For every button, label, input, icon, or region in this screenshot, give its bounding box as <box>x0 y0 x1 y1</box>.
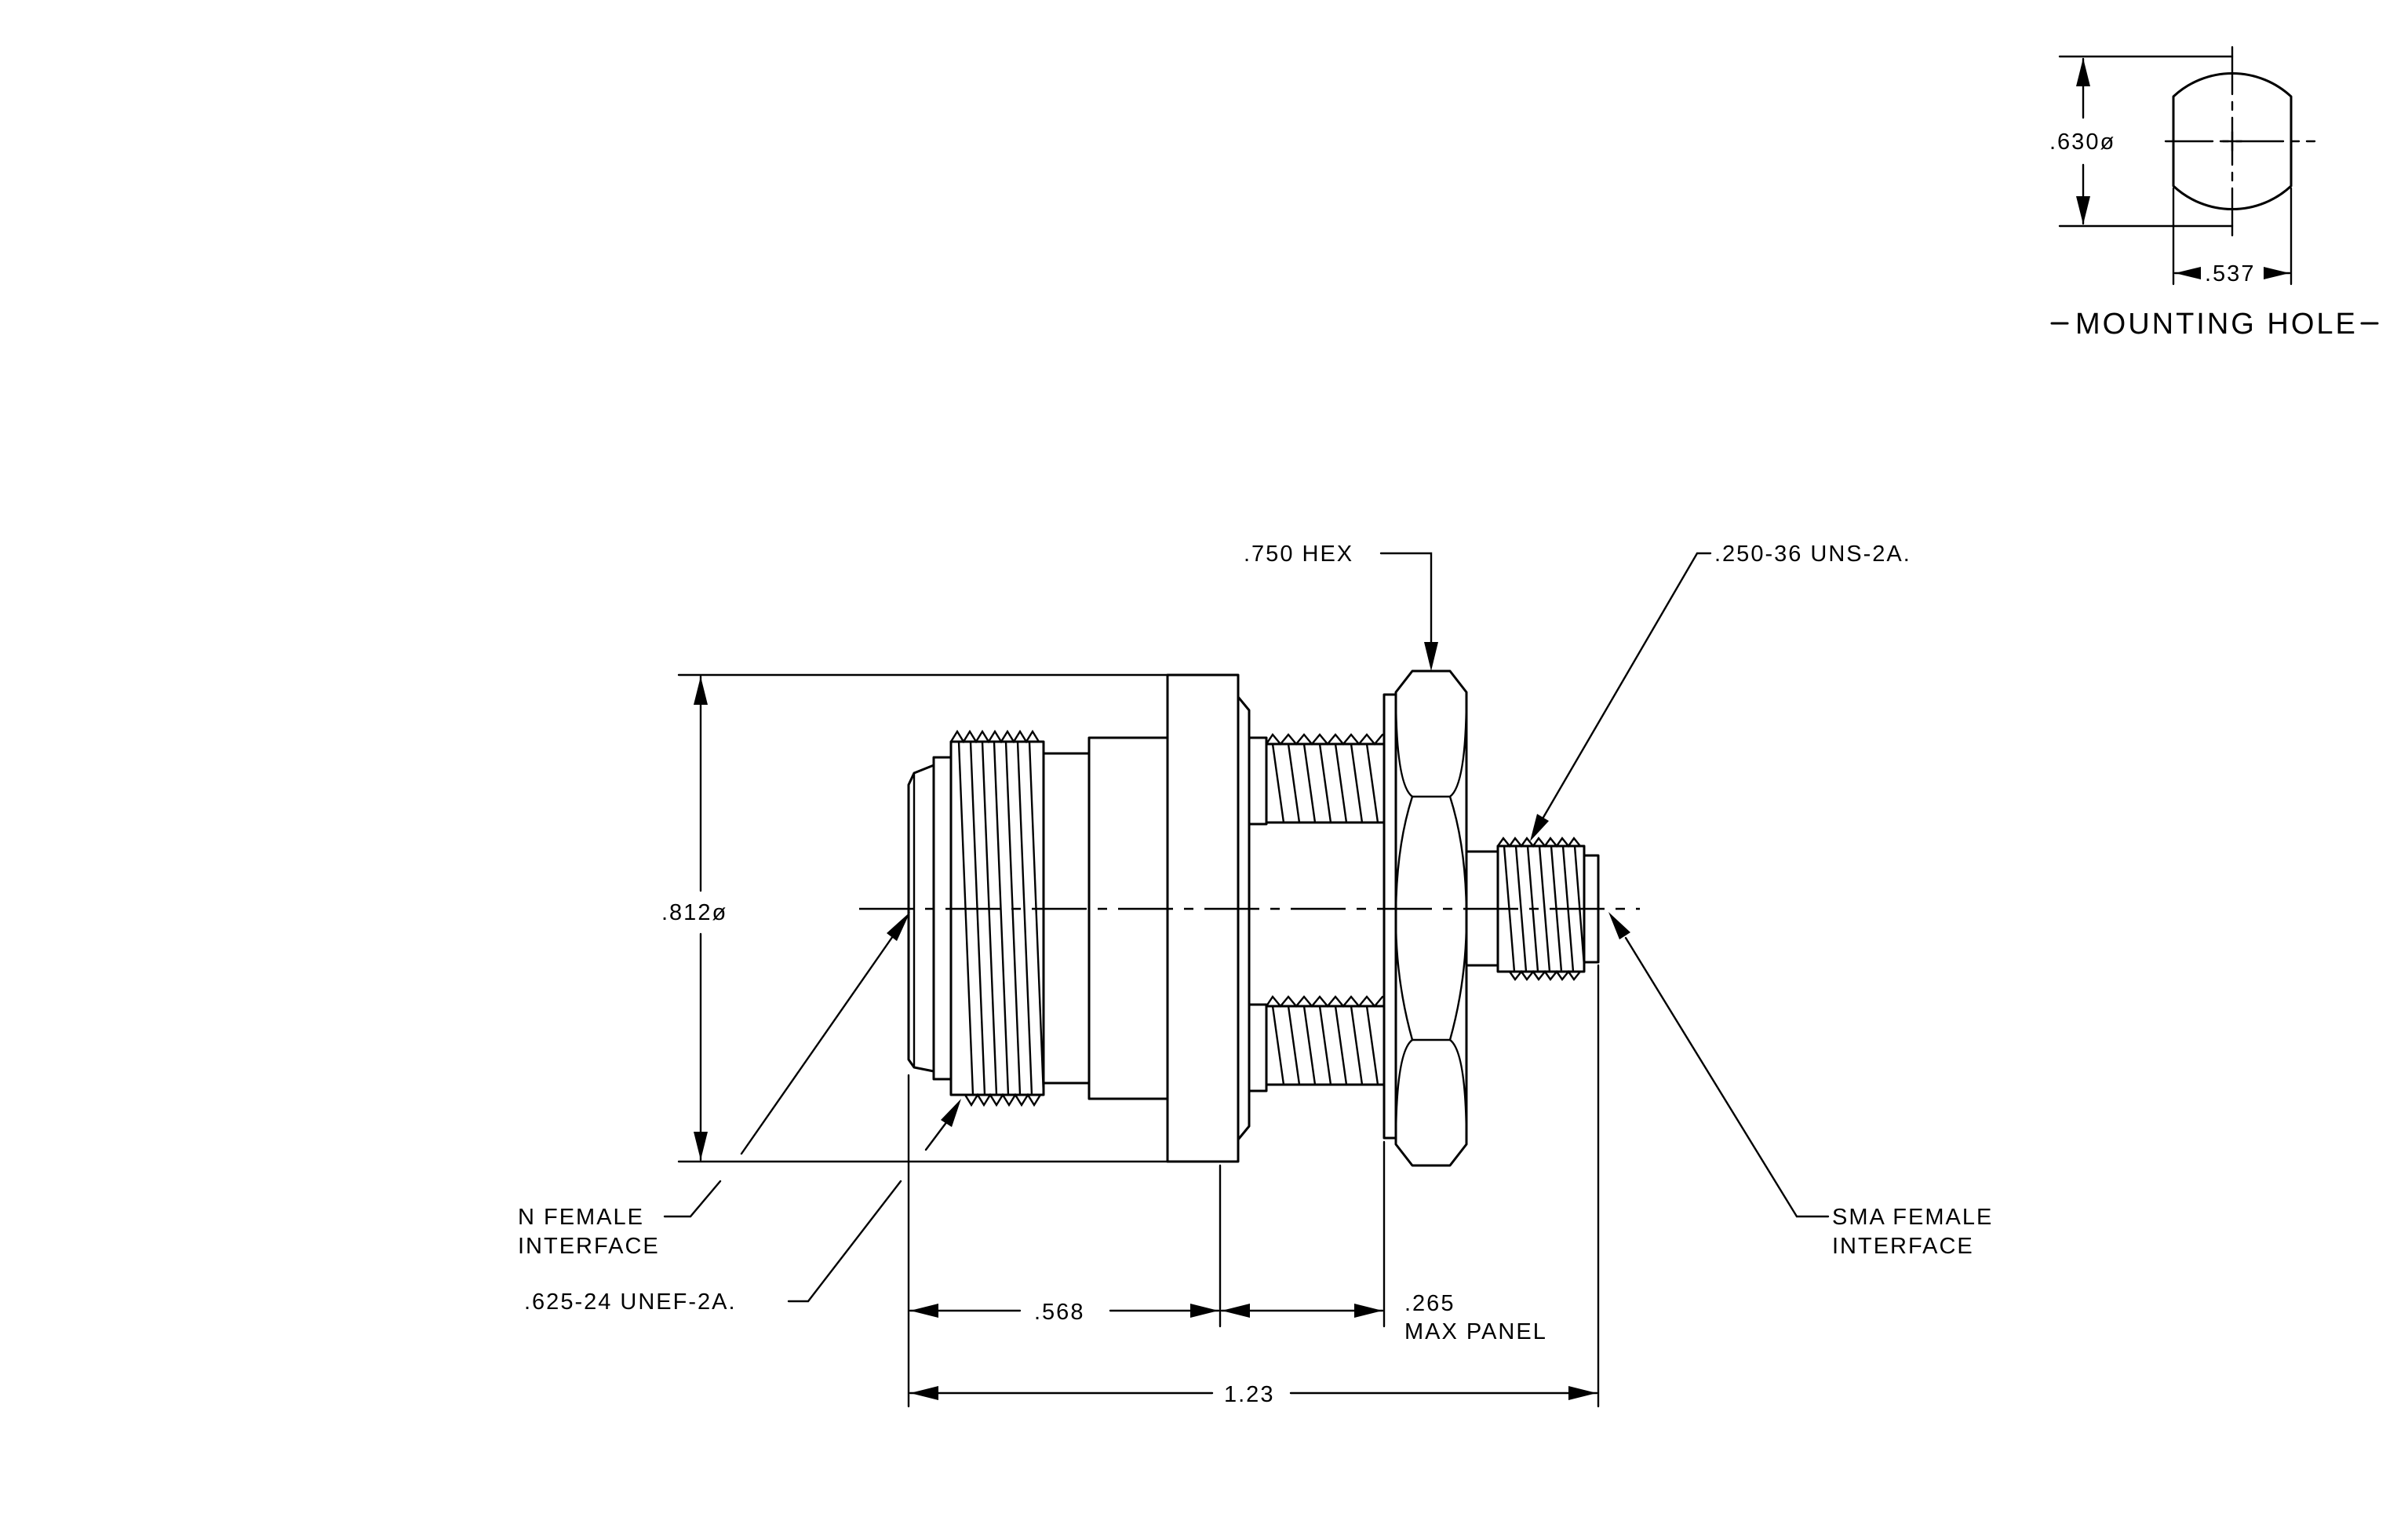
n-thread-crest-bottom <box>964 1092 1042 1107</box>
hole-width-arrow-left <box>2175 267 2201 279</box>
dim-overall-arrow-left <box>910 1386 938 1400</box>
dim-panel-arrow-right <box>1354 1304 1383 1318</box>
hole-height-label: .630ø <box>2049 129 2115 155</box>
sma-thread-leader-arrow <box>1530 814 1549 841</box>
n-female-label-2: INTERFACE <box>518 1234 660 1259</box>
hex-nut-lower-face <box>1394 1038 1468 1146</box>
dimensions: .812ø .750 HEX .250-36 UNS-2A. N FEMALE … <box>518 542 1993 1408</box>
sleeve-neck-top <box>1248 736 1268 826</box>
n-undercut <box>1042 752 1091 1085</box>
sleeve-thread-crest-top <box>1265 732 1384 746</box>
n-female-leader <box>663 1180 722 1218</box>
sma-thread-label: .250-36 UNS-2A. <box>1714 542 1911 567</box>
hole-height-arrow-bottom <box>2076 196 2090 224</box>
n-thread-crest-top <box>949 729 1040 744</box>
dia-label: .812ø <box>661 900 727 925</box>
dim-panel-note: MAX PANEL <box>1404 1319 1547 1344</box>
n-female-leader-main <box>740 932 896 1155</box>
connector-body <box>859 669 1640 1167</box>
mounting-hole-title: MOUNTING HOLE <box>2075 308 2358 341</box>
sma-thread-crest-top <box>1496 836 1582 848</box>
dim-overall-arrow-right <box>1568 1386 1597 1400</box>
dim-568-arrow-right <box>1190 1304 1219 1318</box>
dia-arrow-bottom <box>694 1132 708 1160</box>
n-thread-leader-upper <box>924 1117 951 1151</box>
sma-thread-lines <box>1503 844 1586 973</box>
mounting-hole-outline <box>2172 72 2293 210</box>
hex-nut-middle-top <box>1394 795 1414 1041</box>
dim-overall-label: 1.23 <box>1224 1382 1274 1407</box>
sleeve-thread-lines-bottom <box>1271 1005 1379 1086</box>
dia-arrow-top <box>694 677 708 705</box>
n-female-leader-arrow <box>887 912 910 941</box>
sma-female-leader <box>1624 936 1830 1218</box>
dim-568-label: .568 <box>1034 1300 1084 1325</box>
n-thread-leader-arrow <box>941 1099 961 1127</box>
mounting-hole-detail: .630ø .537 MOUNTING HOLE <box>2049 46 2379 341</box>
sma-female-label-2: INTERFACE <box>1832 1234 1974 1259</box>
dim-panel-value: .265 <box>1404 1291 1455 1316</box>
hole-width-arrow-right <box>2264 267 2290 279</box>
sma-thread-leader <box>1538 552 1712 826</box>
sma-female-label-1: SMA FEMALE <box>1832 1205 1993 1230</box>
sma-face <box>1583 854 1600 964</box>
n-thread-lines <box>957 740 1045 1096</box>
sma-thread-crest-bottom <box>1508 969 1582 982</box>
sleeve-thread-lines-top <box>1271 742 1379 824</box>
hex-nut-upper-face <box>1394 691 1468 798</box>
hole-height-arrow-top <box>2076 58 2090 86</box>
dim-panel-arrow-left <box>1222 1304 1250 1318</box>
sleeve-thread-crest-bottom <box>1265 994 1384 1008</box>
n-nose <box>907 764 935 1073</box>
sma-female-leader-arrow <box>1608 912 1630 939</box>
lock-washer <box>1383 693 1397 1140</box>
sleeve-neck-bottom <box>1248 1003 1268 1092</box>
dim-568-arrow-left <box>910 1304 938 1318</box>
flange <box>1166 673 1240 1163</box>
n-nose-ring <box>932 756 953 1081</box>
hex-leader-arrow <box>1424 642 1438 671</box>
n-female-label-1: N FEMALE <box>518 1205 644 1230</box>
body-shoulder <box>1087 736 1169 1100</box>
hole-width-label: .537 <box>2205 261 2255 286</box>
hex-label: .750 HEX <box>1244 542 1353 567</box>
n-thread-leader-lower <box>787 1180 902 1303</box>
hex-leader <box>1379 552 1433 645</box>
hex-nut-middle-right <box>1448 795 1468 1041</box>
hex-nut <box>1394 669 1468 1167</box>
gasket <box>1237 695 1251 1141</box>
n-thread-label: .625-24 UNEF-2A. <box>524 1289 737 1315</box>
